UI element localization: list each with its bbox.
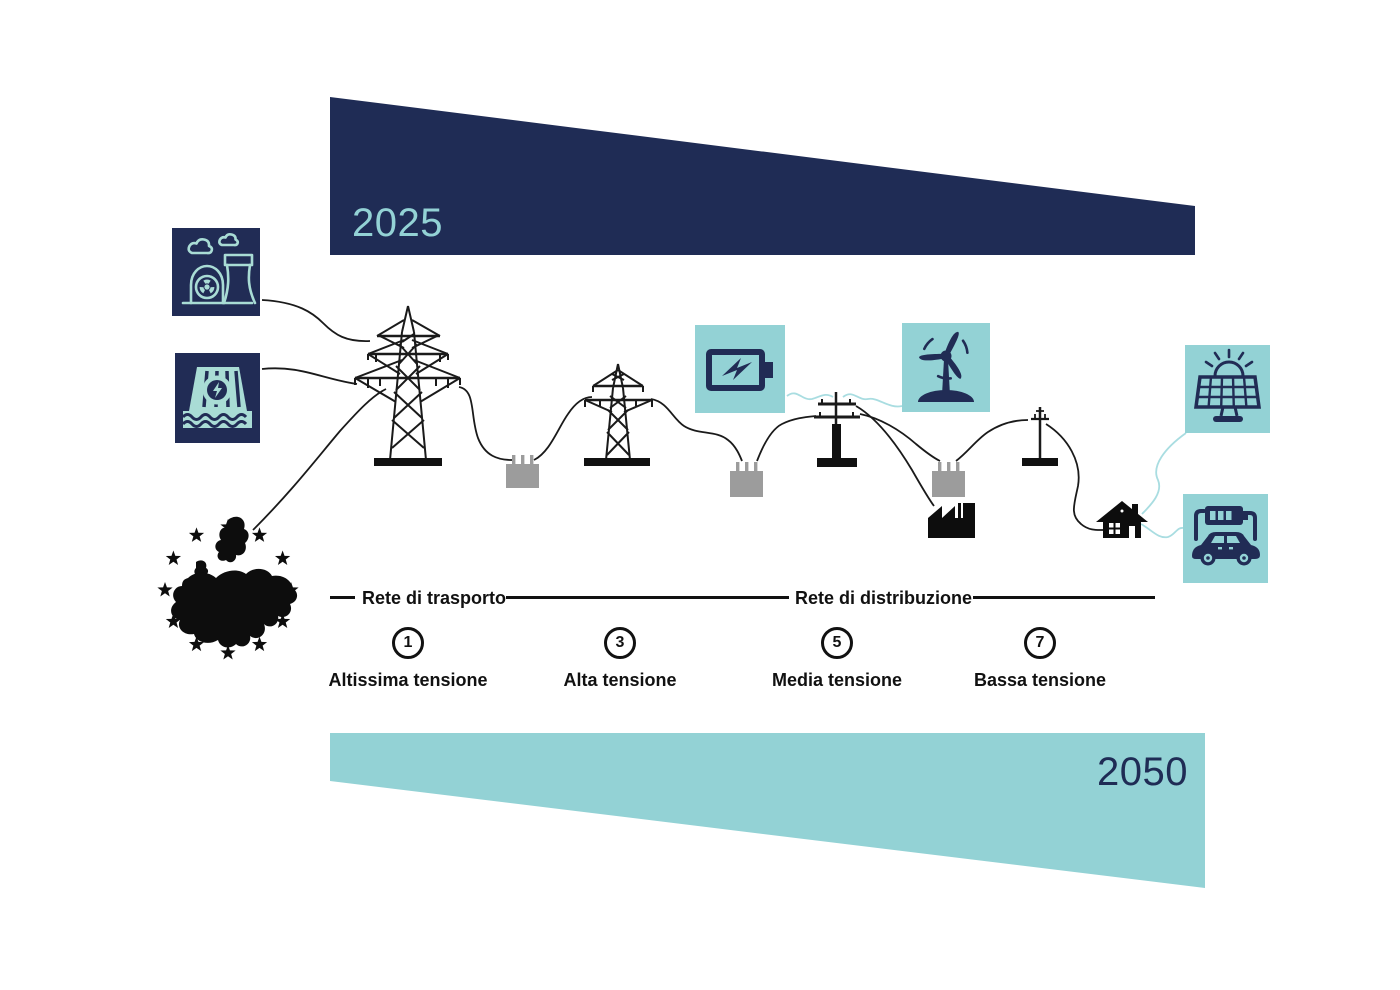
- rule-middle: [506, 596, 789, 599]
- band-2025-wedge: [330, 97, 1195, 255]
- house-icon: [1096, 501, 1148, 538]
- battery-storage-icon: [695, 325, 785, 413]
- stage-label: Bassa tensione: [973, 670, 1107, 690]
- solar-panel-icon: [1185, 345, 1270, 433]
- factory-icon: [928, 503, 975, 538]
- low-voltage-pole-icon: [1022, 407, 1058, 466]
- line-transformer3-to-pole2: [955, 419, 1029, 462]
- ev-charging-tile: [1183, 494, 1268, 583]
- nuclear-plant-tile: [172, 228, 260, 316]
- solar-panel-tile: [1185, 345, 1270, 433]
- band-2050-wedge: [330, 733, 1205, 888]
- stage-number: 1: [403, 634, 413, 651]
- line-solar-to-house: [1141, 432, 1187, 515]
- line-nuclear-to-pylon: [261, 299, 371, 342]
- europe-silhouette: [171, 516, 298, 648]
- stage-media-tensione: 5 Media tensione: [727, 627, 947, 691]
- line-pylon-to-transformer1: [458, 386, 513, 461]
- rule-left-dash: [330, 596, 355, 599]
- stage-number-badge: 7: [1024, 627, 1056, 659]
- line-pole-to-windturbine: [842, 393, 903, 408]
- europe-map-stars-icon: [157, 516, 299, 660]
- stage-number: 7: [1035, 634, 1045, 651]
- stage-altissima-tensione: 1 Altissima tensione: [298, 627, 518, 691]
- stage-number: 5: [832, 634, 842, 651]
- wind-turbine-icon: [902, 323, 990, 412]
- line-hydro-to-pylon: [261, 367, 358, 385]
- line-transformer2-to-pole: [756, 415, 817, 462]
- section-label-distribution: Rete di distribuzione: [795, 588, 973, 608]
- stage-number-badge: 3: [604, 627, 636, 659]
- ev-charging-icon: [1183, 494, 1268, 583]
- line-transformer1-to-pylon2: [533, 396, 593, 461]
- stage-number-badge: 5: [821, 627, 853, 659]
- medium-voltage-pole-icon: [814, 392, 860, 467]
- line-pylon2-to-transformer2: [650, 398, 743, 462]
- stage-label: Media tensione: [771, 670, 903, 690]
- stage-alta-tensione: 3 Alta tensione: [510, 627, 730, 691]
- nuclear-plant-icon: [172, 228, 260, 316]
- year-2050-label: 2050: [1097, 750, 1188, 794]
- line-europe-to-pylon: [252, 388, 387, 531]
- section-label-transport: Rete di trasporto: [362, 588, 507, 608]
- stage-label: Alta tensione: [563, 670, 677, 690]
- hydro-dam-icon: [175, 353, 260, 443]
- wind-turbine-tile: [902, 323, 990, 412]
- high-voltage-pylon-icon: [584, 363, 653, 466]
- rule-right: [973, 596, 1155, 599]
- line-pole-to-factory: [855, 405, 935, 507]
- local-connection-lines: [786, 392, 1187, 539]
- stage-bassa-tensione: 7 Bassa tensione: [930, 627, 1150, 691]
- line-house-to-ev: [1140, 523, 1184, 539]
- line-battery-to-pole: [786, 392, 834, 401]
- hydro-dam-tile: [175, 353, 260, 443]
- radiation-symbol: [199, 279, 215, 294]
- stage-label: Altissima tensione: [328, 670, 488, 690]
- line-pole2-to-house: [1045, 423, 1105, 531]
- stage-number: 3: [615, 634, 625, 651]
- line-pole-to-transformer3: [859, 413, 941, 462]
- extra-high-voltage-pylon-icon: [354, 305, 461, 466]
- battery-storage-tile: [695, 325, 785, 413]
- transformer-substation-icon: [506, 455, 965, 497]
- stage-number-badge: 1: [392, 627, 424, 659]
- year-2025-label: 2025: [352, 201, 443, 245]
- grid-connection-lines: [252, 299, 1105, 531]
